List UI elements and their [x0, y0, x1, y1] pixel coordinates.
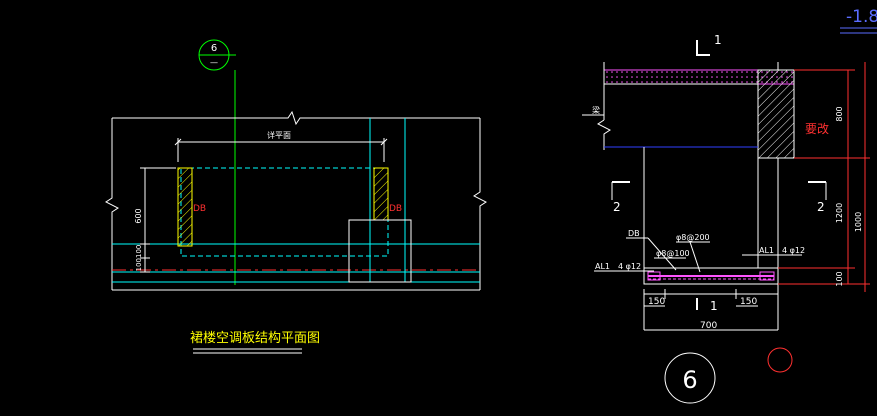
axis-bubble-bottom-label: —: [210, 58, 218, 67]
al1-left-bars: 4 φ12: [618, 262, 641, 271]
cut-mark-1-top: [696, 40, 710, 56]
red-marker-circle: [767, 347, 793, 373]
al1-right-bar: [759, 271, 775, 281]
axis-bubble-top-label: 6: [211, 43, 217, 54]
elevation-text: -1.8: [846, 7, 877, 27]
rebar-mid-label: φ8@100: [656, 249, 690, 258]
plan-dim-600: 600: [134, 208, 143, 223]
beam-label: 梁: [592, 106, 600, 115]
dim-1200: 1200: [835, 203, 844, 223]
al1-right-label: AL1: [759, 246, 774, 255]
dim-700: 700: [700, 321, 717, 331]
plan-top-dim-text: 详平面: [267, 130, 291, 140]
plan-left-break: [105, 118, 119, 290]
plan-top-edge: [112, 110, 480, 126]
section-left-break: [597, 119, 611, 150]
al1-left-bar: [647, 271, 661, 281]
plan-db-right: DB: [389, 204, 402, 214]
detail-number: 6: [682, 366, 697, 394]
cut-bottom-label: 1: [710, 299, 718, 313]
dim-800: 800: [835, 106, 844, 121]
ac-slab-outline: [180, 167, 389, 257]
dim-150-right: 150: [740, 297, 757, 307]
dim-150-left: 150: [648, 297, 665, 307]
plan-wall-left: [177, 167, 193, 247]
cut-right-label: 2: [817, 200, 825, 214]
change-note: 要改: [805, 122, 829, 136]
plan-db-left: DB: [193, 204, 206, 214]
plan-view: 6 — DB DB 详平面: [105, 39, 487, 354]
rebar-top-label: φ8@200: [676, 233, 710, 242]
cut-top-label: 1: [714, 33, 722, 47]
bottom-slab: [643, 267, 779, 285]
cut-left-label: 2: [613, 200, 621, 214]
detail-bubble: [664, 352, 716, 404]
al1-left-label: AL1: [595, 262, 610, 271]
dim-1000: 1000: [854, 212, 863, 232]
db-label: DB: [628, 229, 640, 238]
section-view: -1.8 1 梁 2 2: [582, 7, 877, 404]
plan-dim-100100: 100100: [135, 245, 143, 272]
al1-right-bars: 4 φ12: [782, 246, 805, 255]
plan-right-break: [473, 118, 487, 290]
plan-wall-right: [373, 167, 389, 221]
dim-100-right: 100: [835, 271, 844, 286]
plan-column: [348, 219, 412, 283]
side-beam: [757, 69, 795, 159]
plan-title: 裙楼空调板结构平面图: [190, 331, 320, 346]
